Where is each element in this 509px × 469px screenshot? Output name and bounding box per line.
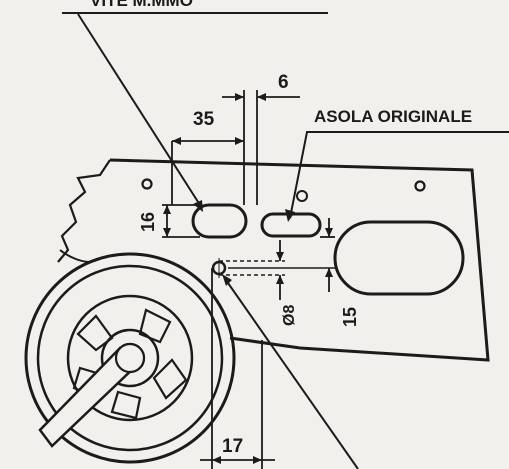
original-slot-leader bbox=[289, 131, 509, 219]
dim-15-label: 15 bbox=[340, 307, 360, 327]
pulley-outer-ring bbox=[24, 252, 236, 464]
header-text: VITE M.MMO bbox=[90, 0, 193, 10]
dim-17-label: 17 bbox=[222, 436, 243, 457]
dim16-arrow-top bbox=[163, 205, 171, 214]
d8-arrow-bottom bbox=[276, 275, 284, 284]
dim15-arrow-bottom bbox=[325, 268, 333, 277]
new-slot bbox=[191, 203, 248, 239]
hub-window-4 bbox=[110, 390, 142, 420]
crank-boss bbox=[114, 342, 146, 374]
plate-small-hole-right bbox=[414, 180, 426, 192]
hub-center-ring bbox=[100, 328, 160, 388]
pulley-assembly bbox=[24, 252, 236, 464]
hub-window-1 bbox=[76, 314, 114, 352]
plate-small-hole-left bbox=[141, 178, 153, 190]
screw-leader-line bbox=[77, 13, 201, 206]
hub-window-2 bbox=[138, 308, 172, 344]
screw-leader-arrowhead bbox=[193, 200, 203, 212]
dim-6-label: 6 bbox=[278, 72, 289, 93]
diagonal-leader-line bbox=[227, 282, 359, 469]
d8-arrow-top bbox=[276, 252, 284, 261]
dim-d8-label: Ø8 bbox=[281, 305, 298, 326]
bracket-plate-outline bbox=[109, 158, 490, 362]
dim6-arrow-right bbox=[257, 93, 266, 101]
dim-35-label: 35 bbox=[193, 109, 215, 130]
dim16-arrow-bottom bbox=[163, 228, 171, 237]
dim17-arrow-left bbox=[212, 456, 221, 464]
original-slot-leader-arrowhead bbox=[285, 209, 295, 222]
dim6-arrow-left bbox=[235, 93, 244, 101]
dim15-arrow-top bbox=[325, 228, 333, 237]
asola-originale-label: ASOLA ORIGINALE bbox=[314, 107, 472, 126]
plate-torn-edge bbox=[57, 159, 111, 263]
hub-ring bbox=[66, 294, 194, 422]
diagonal-leader-arrowhead bbox=[222, 274, 232, 286]
hub-window-3 bbox=[152, 358, 188, 400]
dim35-arrow-right bbox=[235, 137, 244, 145]
large-slot bbox=[333, 220, 465, 296]
dim-16-label: 16 bbox=[138, 212, 158, 232]
dim35-arrow-left bbox=[172, 137, 181, 145]
plate-hole-mid bbox=[296, 190, 308, 202]
dim17-arrow-right bbox=[253, 456, 262, 464]
pulley-inner-ring bbox=[36, 264, 224, 452]
